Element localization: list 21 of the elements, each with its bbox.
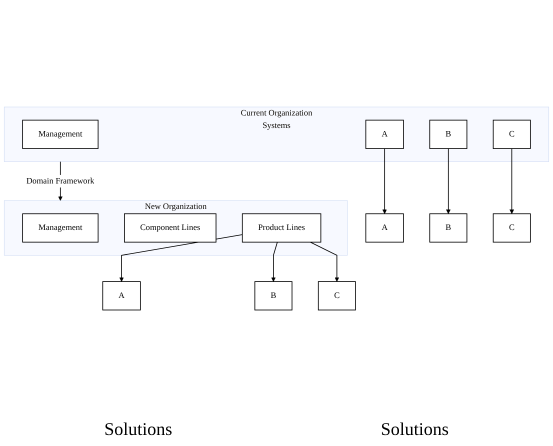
node-box: B	[254, 281, 292, 310]
arrow	[446, 148, 451, 214]
node-box: Product Lines	[242, 213, 322, 243]
node-box: A	[365, 213, 404, 243]
arrow	[382, 148, 387, 214]
node-box: C	[492, 120, 531, 149]
node-box: A	[365, 120, 404, 149]
node-box: Component Lines	[124, 213, 216, 243]
edge-label: Domain Framework	[26, 176, 94, 186]
arrow	[310, 242, 340, 282]
caption-text: Solutions	[380, 419, 449, 440]
arrow	[271, 242, 278, 282]
node-box: A	[102, 281, 141, 310]
caption-text: Solutions	[104, 419, 172, 440]
node-box: B	[429, 213, 468, 243]
node-box: B	[429, 120, 468, 149]
node-box: C	[492, 213, 531, 243]
node-box: C	[318, 281, 356, 310]
node-box: Management	[22, 213, 98, 243]
arrow	[509, 148, 514, 214]
node-box: Management	[22, 120, 98, 149]
